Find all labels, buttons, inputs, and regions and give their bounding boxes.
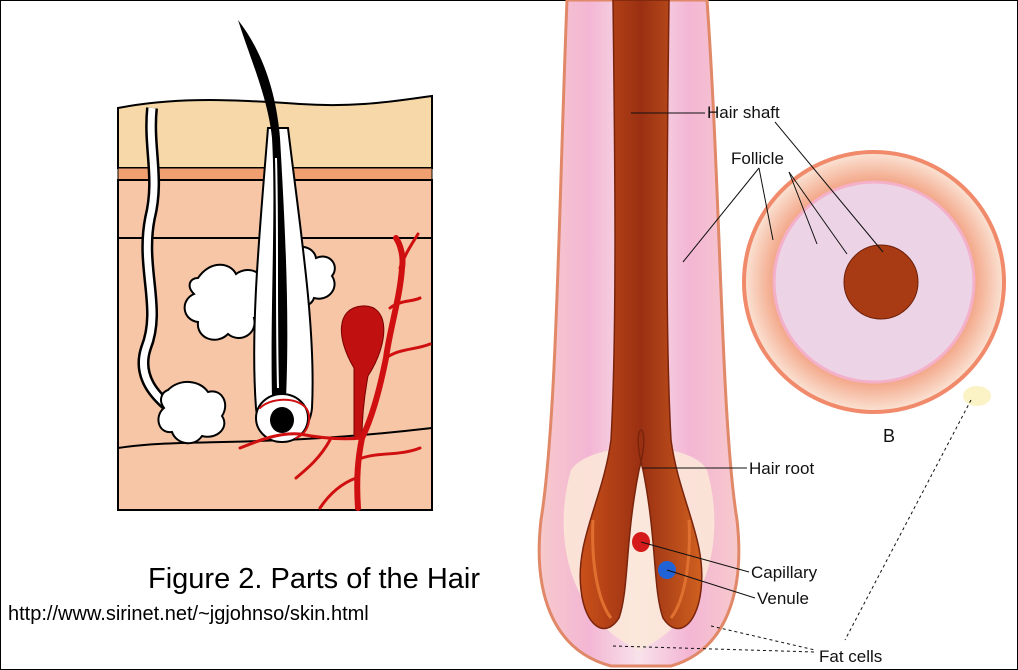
label-hair-shaft: Hair shaft: [707, 103, 780, 122]
cross-section-hair: [844, 245, 918, 319]
figure-caption: Figure 2. Parts of the Hair: [148, 563, 480, 596]
label-follicle: Follicle: [731, 149, 784, 168]
dermal-papilla: [270, 407, 294, 433]
label-fat-cells: Fat cells: [819, 647, 882, 666]
label-hair-root: Hair root: [749, 459, 814, 478]
hair-follicle-illustration: Hair shaft Follicle B Hair root Capillar…: [531, 0, 1018, 670]
label-venule: Venule: [757, 589, 809, 608]
source-url-link[interactable]: http://www.sirinet.net/~jgjohnso/skin.ht…: [8, 603, 369, 626]
skin-cross-section-diagram: [100, 8, 450, 523]
label-cross-section-b: B: [883, 426, 895, 446]
fat-cell-blob: [963, 386, 991, 406]
label-capillary: Capillary: [751, 563, 818, 582]
